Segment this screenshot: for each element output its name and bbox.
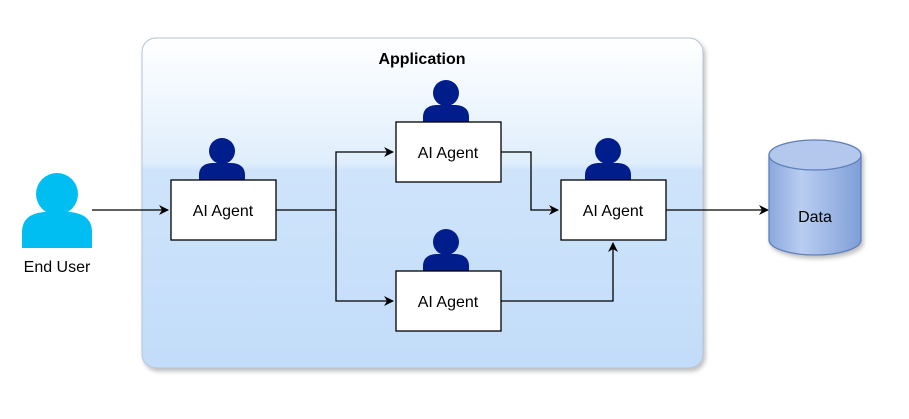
connectors <box>92 147 769 306</box>
data-label: Data <box>798 209 832 226</box>
agent-label: AI Agent <box>418 294 479 311</box>
edge-agent2-to-agent4 <box>501 151 559 215</box>
agent-label: AI Agent <box>418 145 479 162</box>
edge-agent3-to-agent4 <box>501 242 618 302</box>
edge-agent1-to-agent2 <box>276 147 394 211</box>
user-icon <box>22 173 92 248</box>
end-user-label: End User <box>24 259 91 276</box>
user-icon <box>423 229 469 272</box>
application-container[interactable]: Application <box>141 37 704 369</box>
agent-label: AI Agent <box>583 203 644 220</box>
agent-node[interactable]: AI Agent <box>560 138 667 241</box>
user-icon <box>199 138 245 181</box>
data-store-node[interactable]: Data <box>768 139 862 256</box>
database-cylinder-icon <box>768 139 862 256</box>
agent-node[interactable]: AI Agent <box>395 229 502 332</box>
user-icon <box>423 80 469 123</box>
agent-label: AI Agent <box>193 203 254 220</box>
application-title: Application <box>378 51 465 68</box>
end-user-node[interactable]: End User <box>22 173 92 276</box>
edge-agent1-to-agent3 <box>335 210 394 306</box>
agent-node[interactable]: AI Agent <box>170 138 277 241</box>
user-icon <box>585 138 631 181</box>
agent-node[interactable]: AI Agent <box>395 80 502 183</box>
